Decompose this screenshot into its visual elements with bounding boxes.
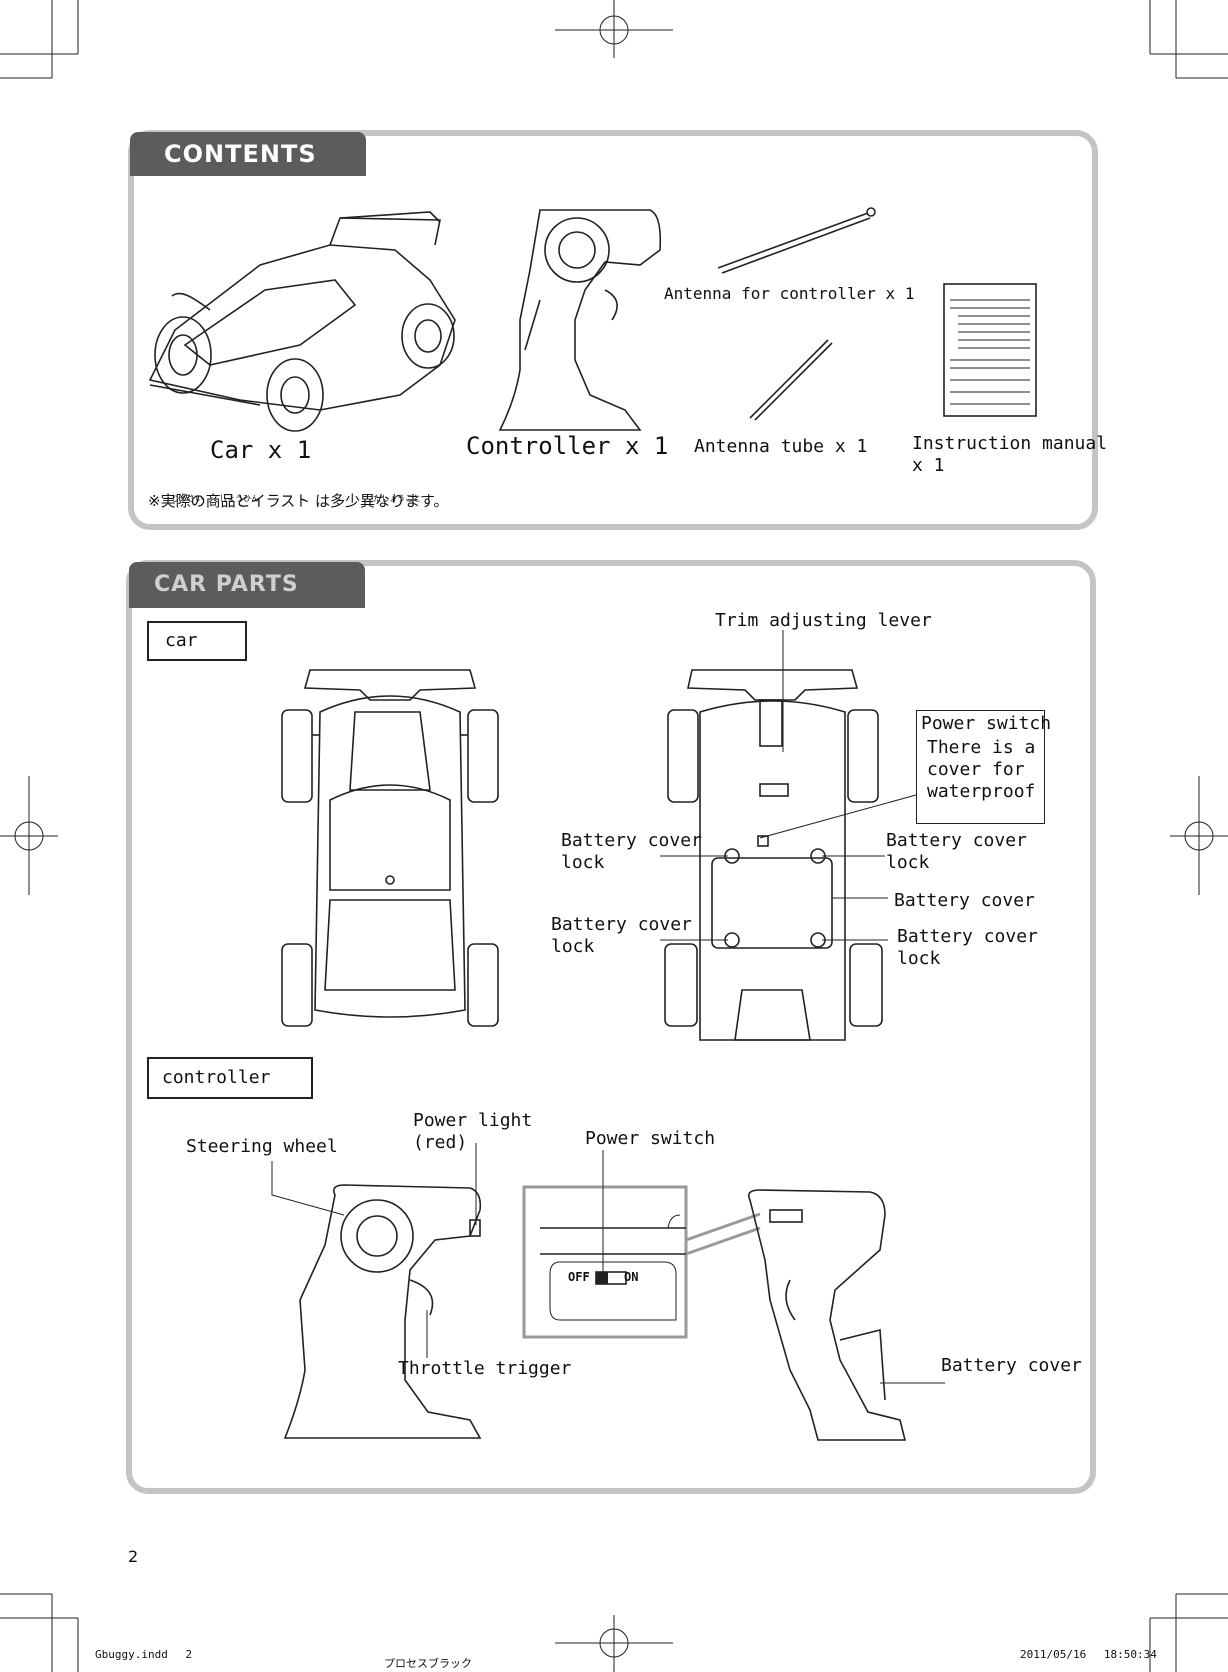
contents-panel bbox=[128, 130, 1098, 530]
power-switch-callout: Power switch There is a cover for waterp… bbox=[916, 710, 1051, 824]
manual-label: Instruction manual x 1 bbox=[912, 433, 1108, 476]
note-ruby: じっさいしょうひんたしょうこと bbox=[171, 494, 422, 503]
antenna-label: Antenna for controller x 1 bbox=[664, 284, 915, 303]
slug-file: Gbuggy.indd 2 bbox=[95, 1648, 193, 1661]
disclaimer-note: ※実際の商品とイラスト は多少異なります。 bbox=[148, 492, 449, 510]
car-label: Car x 1 bbox=[210, 436, 312, 464]
battery-cover-label: Battery cover bbox=[941, 1355, 1082, 1376]
trim-adjusting-lever-label: Trim adjusting lever bbox=[715, 610, 932, 631]
antenna-tube-label: Antenna tube x 1 bbox=[694, 436, 868, 457]
steering-wheel-label: Steering wheel bbox=[186, 1136, 338, 1157]
car-section-box: car bbox=[147, 621, 247, 661]
power-switch-label: Power switch bbox=[585, 1128, 716, 1149]
slug-ink: プロセスブラック bbox=[384, 1657, 472, 1670]
contents-title: CONTENTS bbox=[130, 132, 366, 176]
battery-cover-lock-label: Battery cover lock bbox=[561, 830, 702, 873]
slug-datetime: 2011/05/16 18:50:34 bbox=[1020, 1648, 1157, 1661]
off-label: OFF bbox=[568, 1270, 590, 1284]
battery-cover-lock-label: Battery cover lock bbox=[886, 830, 1027, 873]
page-number: 2 bbox=[128, 1547, 139, 1566]
battery-cover-lock-label: Battery cover lock bbox=[897, 926, 1038, 969]
controller-label: Controller x 1 bbox=[466, 432, 669, 460]
controller-section-box: controller bbox=[147, 1057, 313, 1099]
on-label: ON bbox=[624, 1270, 639, 1284]
car-parts-title: CAR PARTS bbox=[129, 562, 365, 608]
throttle-trigger-label: Throttle trigger bbox=[398, 1358, 572, 1379]
battery-cover-lock-label: Battery cover lock bbox=[551, 914, 692, 957]
power-light-label: Power light (red) bbox=[413, 1110, 533, 1153]
battery-cover-label: Battery cover bbox=[894, 890, 1035, 911]
